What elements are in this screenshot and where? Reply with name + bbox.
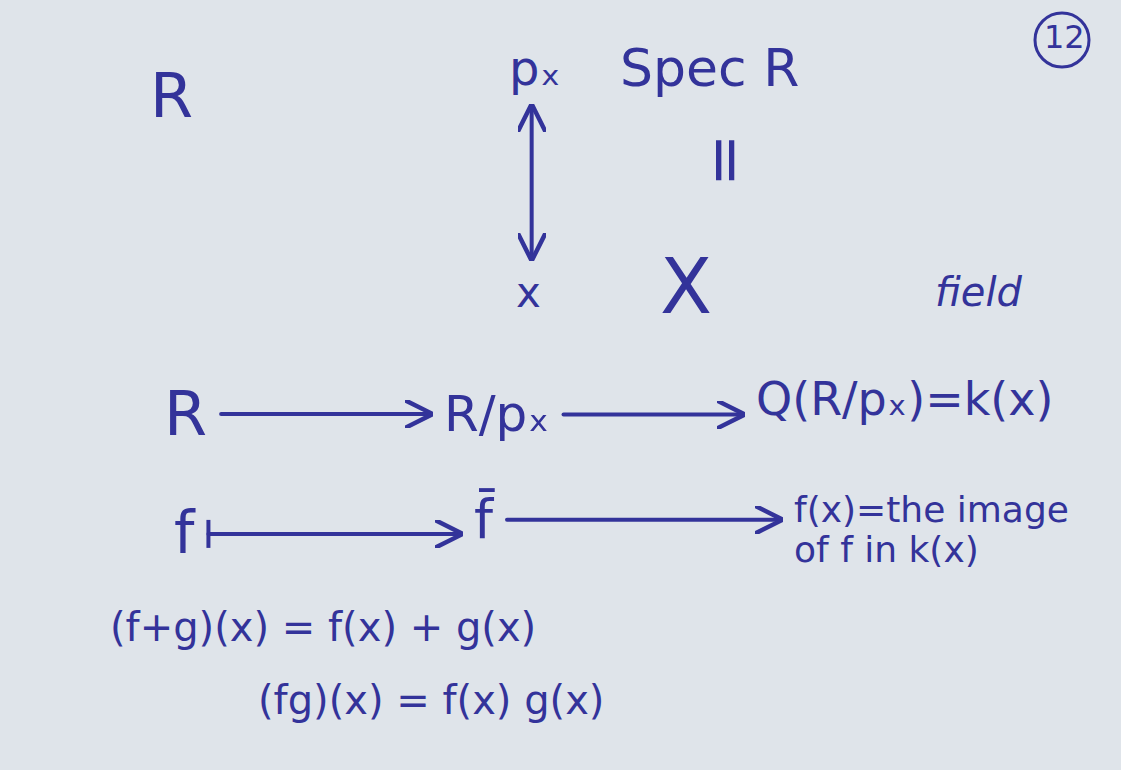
math-label: = — [692, 133, 762, 187]
math-label: field — [935, 270, 1022, 314]
arrow-connector — [531, 107, 532, 258]
term-text: f — [174, 502, 194, 566]
term-text: Q(R/pₓ)=k(x) — [756, 374, 1053, 425]
term-text: R/pₓ — [444, 387, 550, 442]
math-term: f — [170, 500, 198, 568]
math-term: f(x)=the image of f in k(x) — [790, 488, 1108, 571]
term-text: x — [516, 270, 541, 316]
term-text: pₓ — [509, 42, 561, 95]
math-label: (fg)(x) = f(x) g(x) — [258, 678, 604, 722]
math-label: Spec R — [620, 40, 799, 97]
arrow-connector — [208, 520, 460, 548]
math-label: R — [150, 62, 193, 130]
term-text: R — [164, 380, 207, 448]
math-label: (f+g)(x) = f(x) + g(x) — [110, 605, 536, 649]
math-term: x — [512, 268, 545, 318]
math-term: pₓ — [505, 40, 565, 97]
mapsto-bar — [206, 520, 210, 548]
math-term: Q(R/pₓ)=k(x) — [752, 372, 1057, 427]
math-term: R — [160, 378, 211, 450]
arrow-connector — [507, 519, 780, 520]
term-text: f̄ — [474, 490, 493, 549]
term-text: f(x)=the image of f in k(x) — [794, 490, 1104, 569]
callout-circle — [1035, 13, 1089, 67]
callout-number: 12 — [1044, 20, 1085, 55]
arrow-connector — [564, 414, 742, 415]
arrow-connector — [221, 414, 430, 415]
math-term: R/pₓ — [440, 385, 554, 444]
math-label: X — [660, 245, 712, 329]
math-term: f̄ — [470, 488, 497, 551]
